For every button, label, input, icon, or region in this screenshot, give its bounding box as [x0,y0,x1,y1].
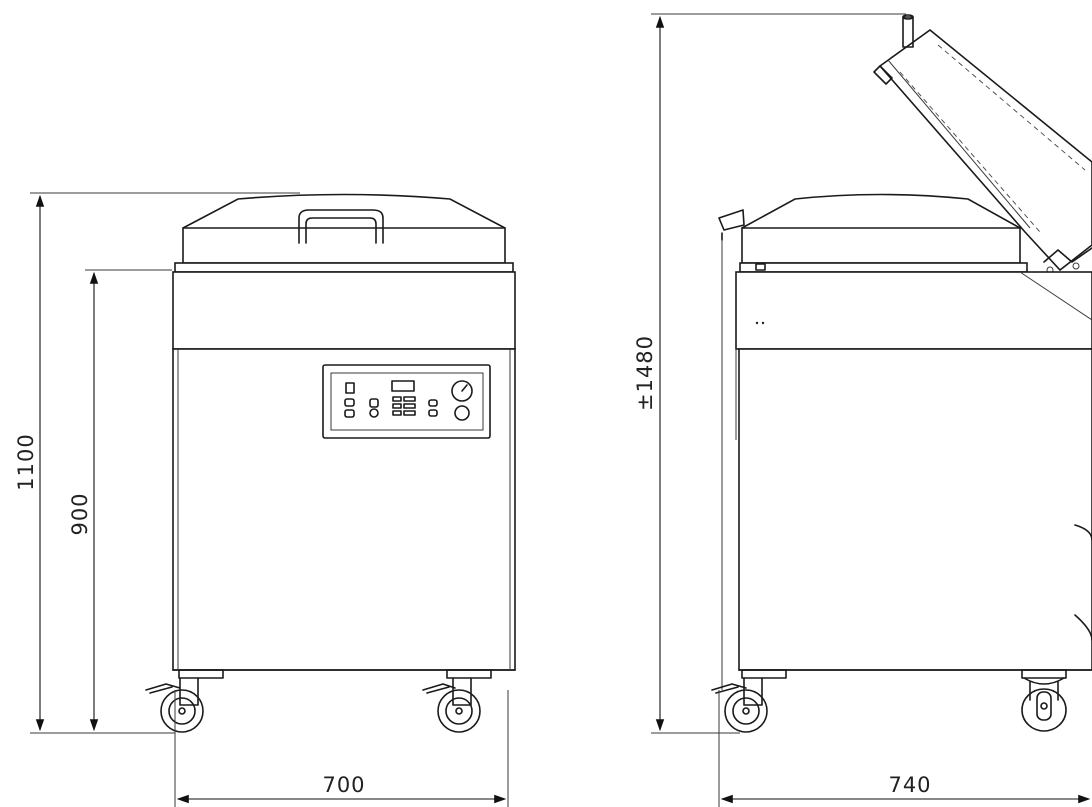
machine-body-front [172,271,516,671]
caster-side-left [711,669,787,733]
side-view: ±1480 [633,13,1092,807]
dim-label-740: 740 [888,773,931,797]
lid-handle [298,209,384,244]
control-panel [322,364,491,439]
dimension-1480: ±1480 [633,13,906,734]
dimension-700: 700 [174,690,509,807]
caster-side-right [1021,669,1067,732]
caster-front-right [422,669,492,733]
pressure-gauge-icon [451,380,473,402]
dimension-1100: 1100 [14,192,300,734]
dimension-740: 740 [718,690,1091,807]
caster-front-left [145,669,224,733]
machine-body-side [721,240,1092,690]
vacuum-lid-front [174,193,514,273]
power-button-icon [454,405,470,421]
dim-label-700: 700 [322,773,365,797]
dim-label-1100: 1100 [14,433,38,490]
vacuum-lid-side-closed [718,193,1028,273]
dim-label-900: 900 [68,492,92,535]
dimension-900: 900 [68,269,172,732]
dim-label-1480: ±1480 [633,335,657,411]
front-view: 1100 900 [14,192,516,807]
